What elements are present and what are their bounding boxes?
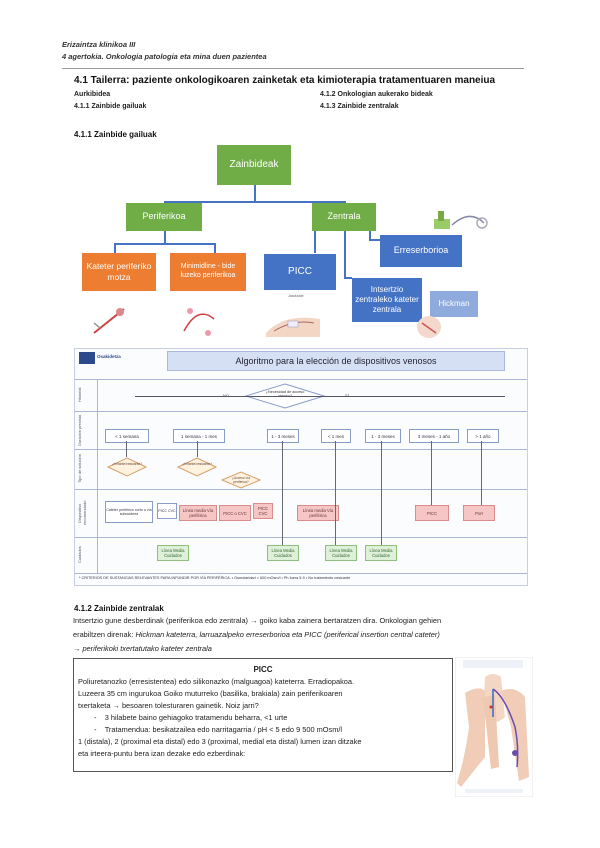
device-box: Línea media Vía periférica [297, 505, 339, 521]
picc-info-box: PICC Poliuretanozko (erresistentea) edo … [73, 658, 453, 772]
algorithm-title: Algoritmo para la elección de dispositiv… [167, 351, 505, 371]
connector [369, 239, 381, 241]
catheter-image [93, 308, 125, 334]
paragraph-line: Intsertzio gune desberdinak (periferikoa… [73, 616, 442, 625]
tunneled-image [417, 316, 441, 338]
duration-box: < 1 semana [105, 429, 149, 443]
decision-diamond [177, 457, 217, 477]
picc-anatomy-image [455, 657, 533, 797]
connector [369, 231, 371, 239]
duration-box: > 1 año [467, 429, 499, 443]
toc-item[interactable]: 4.1.2 Onkologian aukerako bideak [320, 91, 433, 98]
connector [254, 185, 256, 203]
lane-label: Historial [77, 387, 82, 403]
logo-text: Osakidetza [97, 354, 121, 359]
decision-text: ¿Irritante/vesicante? [182, 462, 212, 466]
section-heading: 4.1.2 Zainbide zentralak [74, 604, 164, 613]
care-box: Línea Media Cuidados [157, 545, 189, 561]
care-box: Línea Media Cuidados [365, 545, 397, 561]
duration-box: 1 semana - 1 mes [173, 429, 225, 443]
device-box: Catéter periférico corto o vía subcutáne… [105, 501, 153, 523]
device-diagram: Zainbideak Periferikoa Zentrala Kateter … [74, 143, 526, 343]
device-box: Port [463, 505, 495, 521]
yes-label: SÍ [345, 393, 349, 398]
care-box: Línea Media Cuidados [267, 545, 299, 561]
duration-box: 1 - 3 meses [365, 429, 401, 443]
picc-title: PICC [253, 665, 273, 674]
node-short-catheter: Kateter periferiko motza [82, 253, 156, 291]
connector [114, 243, 116, 253]
algorithm-footnote: * CRITERIOS DE SUSTANCIAS RELEVANTES PAR… [79, 576, 351, 580]
paragraph-line: erabiltzen direnak: Hickman kateterra, l… [73, 629, 529, 641]
paragraph-line: → periferikoki txertatutako kateter zent… [73, 644, 212, 653]
lane-label: Dispositivo recomendado [77, 500, 87, 526]
connector [344, 277, 352, 279]
paragraph-italic: Hickman kateterra, larruazalpeko erreser… [135, 630, 440, 639]
node-hickman: Hickman [430, 291, 478, 317]
reservoir-image [434, 211, 488, 229]
picc-bullet-text: 3 hilabete baino gehiagoko tratamendu be… [104, 713, 288, 722]
connector [164, 201, 344, 203]
picc-line: 1 (distala), 2 (proximal eta distal) edo… [78, 737, 362, 746]
osakidetza-logo [79, 352, 95, 364]
picc-line: txertaketa → besoaren tolesturaren gaine… [78, 701, 259, 710]
care-box: Línea Media Cuidados [325, 545, 357, 561]
algorithm-figure: Osakidetza Algoritmo para la elección de… [74, 348, 528, 586]
header-divider [62, 68, 524, 69]
device-box: PICC CVC [157, 503, 177, 519]
lane-label: Cuidados [77, 546, 82, 564]
paragraph-text: erabiltzen direnak: [73, 630, 136, 639]
decision-diamond [107, 457, 147, 477]
lane-label: Tipo de solución [77, 454, 82, 484]
toc-item[interactable]: 4.1.1 Zainbide gailuak [74, 103, 147, 110]
header-course: Erizaintza klinikoa III [62, 40, 136, 49]
decision-diamond [221, 471, 261, 489]
picc-line: Poliuretanozko (erresistentea) edo silik… [78, 677, 355, 686]
picc-line: Luzeera 35 cm ingurukoa Goiko muturreko … [78, 689, 343, 698]
node-central: Zentrala [312, 203, 376, 231]
duration-box: 1 - 3 meses [267, 429, 299, 443]
no-label: NO [223, 393, 229, 398]
toc-item[interactable]: Aurkibidea [74, 91, 111, 98]
header-topic: 4 agertokia. Onkologia patologia eta min… [62, 52, 267, 61]
image-caption: Jasotzaile [288, 294, 304, 298]
device-box: PICC CVC [253, 503, 273, 519]
connector [164, 231, 166, 243]
picc-bullet: - Tratamendua: besikatzailea edo narrita… [94, 725, 343, 734]
page-title: 4.1 Tailerra: paziente onkologikoaren za… [74, 75, 496, 86]
connector [344, 231, 346, 279]
node-tunneled: Intsertzio zentraleko kateter zentrala [352, 278, 422, 322]
picc-bullet-text: Tratamendua: besikatzailea edo narritaga… [104, 725, 343, 734]
device-box: PICC [415, 505, 449, 521]
section-heading: 4.1.1 Zainbide gailuak [74, 130, 157, 139]
node-root: Zainbideak [217, 145, 291, 185]
picc-arm-image [266, 317, 320, 337]
connector [314, 231, 316, 253]
picc-bullet: - 3 hilabete baino gehiagoko tratamendu … [94, 713, 288, 722]
device-box: PICC o CVC [219, 505, 251, 521]
node-midline: Minimidline - bide luzeko periferikoa [170, 253, 246, 291]
duration-box: 3 meses - 1 año [409, 429, 459, 443]
picc-line: eta irteera-puntu bera izan dezake edo e… [78, 749, 246, 758]
connector [214, 243, 216, 253]
node-picc: PICC [264, 254, 336, 290]
device-box: Línea media Vía periférica [179, 505, 217, 521]
midline-image [183, 308, 215, 336]
decision-text: ¿Irritante/vesicante? [112, 462, 142, 466]
duration-box: < 1 mes [321, 429, 351, 443]
toc-item[interactable]: 4.1.3 Zainbide zentralak [320, 103, 399, 110]
node-peripheral: Periferikoa [126, 203, 202, 231]
connector [114, 243, 214, 245]
lane-label: Duración prevista [77, 414, 82, 446]
decision-text: ¿Acceso vía periférica? [231, 476, 251, 484]
node-reservoir: Erreserborioa [380, 235, 462, 267]
